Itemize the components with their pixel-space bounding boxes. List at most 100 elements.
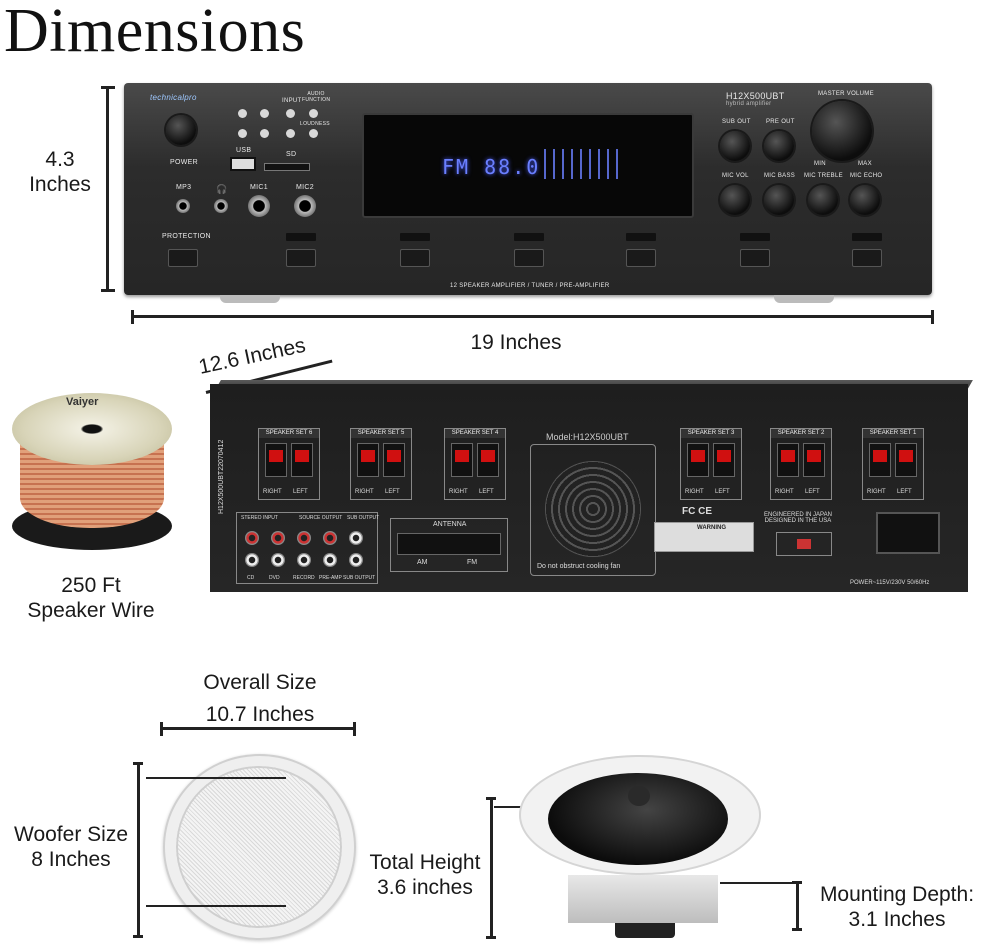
master-volume-knob[interactable] bbox=[812, 101, 872, 161]
control-button[interactable] bbox=[238, 129, 247, 138]
rca-jack-red[interactable] bbox=[297, 531, 311, 545]
overall-size-value: 10.7 Inches bbox=[205, 703, 315, 726]
mic-bass-label: MIC BASS bbox=[764, 173, 796, 179]
speaker-terminal[interactable] bbox=[291, 443, 313, 477]
speaker-terminal[interactable] bbox=[383, 443, 405, 477]
mp3-jack[interactable] bbox=[176, 199, 190, 213]
mounting-depth-label: Mounting Depth: 3.1 Inches bbox=[819, 883, 975, 931]
control-button[interactable] bbox=[286, 109, 295, 118]
sd-label: SD bbox=[286, 151, 297, 158]
mic-vol-knob[interactable] bbox=[720, 185, 750, 215]
front-caption: 12 SPEAKER AMPLIFIER / TUNER / PRE-AMPLI… bbox=[450, 283, 610, 289]
speaker-grille bbox=[176, 766, 342, 928]
mic-echo-knob[interactable] bbox=[850, 185, 880, 215]
mic1-label: MIC1 bbox=[250, 184, 268, 191]
speaker-terminal[interactable] bbox=[357, 443, 379, 477]
control-button[interactable] bbox=[260, 129, 269, 138]
total-height-bottom-tick bbox=[486, 936, 496, 939]
fan-caption: Do not obstruct cooling fan bbox=[537, 563, 621, 570]
speaker-terminal[interactable] bbox=[713, 443, 735, 477]
preset-button-4[interactable] bbox=[626, 249, 656, 267]
voltage-switch[interactable] bbox=[776, 532, 832, 556]
control-button[interactable] bbox=[309, 129, 318, 138]
mic1-jack[interactable] bbox=[248, 195, 270, 217]
rca-jack-white[interactable] bbox=[349, 531, 363, 545]
preset-button-6[interactable] bbox=[852, 249, 882, 267]
mic2-jack[interactable] bbox=[294, 195, 316, 217]
rca-jack-white[interactable] bbox=[245, 553, 259, 567]
left-label: LEFT bbox=[293, 489, 308, 495]
speaker-terminal[interactable] bbox=[477, 443, 499, 477]
pre-out-label: PRE OUT bbox=[766, 119, 795, 125]
serial-label: H12X500UBT22070412 bbox=[218, 439, 225, 514]
mp3-label: MP3 bbox=[176, 184, 192, 191]
model-label: H12X500UBT bbox=[726, 91, 785, 101]
width-dimension-right-tick bbox=[931, 310, 934, 324]
control-button[interactable] bbox=[260, 109, 269, 118]
fm-label: FM bbox=[467, 559, 478, 566]
speaker-terminal[interactable] bbox=[895, 443, 917, 477]
pre-out-knob[interactable] bbox=[764, 131, 794, 161]
rca-jack-red[interactable] bbox=[271, 531, 285, 545]
voltage-switch-toggle[interactable] bbox=[797, 539, 811, 549]
preset-button-3[interactable] bbox=[514, 249, 544, 267]
amplifier-front-panel: technicalpro POWER INPUT AUDIO FUNCTION … bbox=[124, 83, 932, 303]
mounting-depth-top-tick bbox=[792, 881, 802, 884]
mic-bass-knob[interactable] bbox=[764, 185, 794, 215]
rca-jack-white[interactable] bbox=[297, 553, 311, 567]
speaker-terminal[interactable] bbox=[777, 443, 799, 477]
antenna-label: ANTENNA bbox=[433, 521, 467, 528]
rca-jack-white[interactable] bbox=[349, 553, 363, 567]
mic-vol-label: MIC VOL bbox=[722, 173, 749, 179]
preset-label-1 bbox=[286, 233, 316, 241]
power-label: POWER bbox=[170, 159, 198, 166]
power-button[interactable] bbox=[166, 115, 196, 145]
warning-label: WARNING bbox=[697, 525, 726, 531]
max-label: MAX bbox=[858, 161, 872, 167]
wire-label: 250 Ft Speaker Wire bbox=[27, 574, 155, 622]
speaker-terminal[interactable] bbox=[803, 443, 825, 477]
cooling-fan bbox=[545, 461, 641, 557]
preset-button-5[interactable] bbox=[740, 249, 770, 267]
power-inlet[interactable] bbox=[876, 512, 940, 554]
model-sub-label: hybrid amplifier bbox=[726, 101, 772, 107]
control-button[interactable] bbox=[286, 129, 295, 138]
page-title: Dimensions bbox=[4, 0, 306, 65]
left-label: LEFT bbox=[479, 489, 494, 495]
back-model-label: Model:H12X500UBT bbox=[546, 432, 629, 442]
preset-label-6 bbox=[852, 233, 882, 241]
control-button[interactable] bbox=[238, 109, 247, 118]
amp-width-label: 19 Inches bbox=[470, 331, 562, 354]
mic-treble-knob[interactable] bbox=[808, 185, 838, 215]
sd-slot[interactable] bbox=[264, 163, 310, 171]
rca-jack-red[interactable] bbox=[323, 531, 337, 545]
mounting-depth-bottom-tick bbox=[792, 928, 802, 931]
speaker-set-1-label: SPEAKER SET 1 bbox=[863, 429, 923, 438]
amp-height-label: 4.3 Inches bbox=[29, 148, 91, 196]
rca-jack-white[interactable] bbox=[271, 553, 285, 567]
speaker-terminal[interactable] bbox=[687, 443, 709, 477]
preset-label-3 bbox=[514, 233, 544, 241]
control-button[interactable] bbox=[309, 109, 318, 118]
mounting-depth-guide bbox=[720, 882, 798, 884]
speaker-set-1: SPEAKER SET 1 RIGHT LEFT bbox=[862, 428, 924, 500]
mounting-depth-line bbox=[796, 882, 799, 930]
sub-out-knob[interactable] bbox=[720, 131, 750, 161]
preset-label-2 bbox=[400, 233, 430, 241]
speaker-terminal[interactable] bbox=[869, 443, 891, 477]
speaker-terminal[interactable] bbox=[265, 443, 287, 477]
overall-dimension-right-tick bbox=[353, 722, 356, 736]
headphone-jack[interactable] bbox=[214, 199, 228, 213]
speaker-set-4: SPEAKER SET 4 RIGHT LEFT bbox=[444, 428, 506, 500]
rca-jack-red[interactable] bbox=[245, 531, 259, 545]
input-name-record: RECORD bbox=[293, 575, 315, 581]
preset-button-1[interactable] bbox=[286, 249, 316, 267]
speaker-set-4-label: SPEAKER SET 4 bbox=[445, 429, 505, 438]
speaker-terminal[interactable] bbox=[451, 443, 473, 477]
rca-jack-white[interactable] bbox=[323, 553, 337, 567]
antenna-terminals[interactable] bbox=[397, 533, 501, 555]
speaker-set-2-label: SPEAKER SET 2 bbox=[771, 429, 831, 438]
usb-port[interactable] bbox=[230, 157, 256, 171]
mic-echo-label: MIC ECHO bbox=[850, 173, 883, 179]
preset-button-2[interactable] bbox=[400, 249, 430, 267]
